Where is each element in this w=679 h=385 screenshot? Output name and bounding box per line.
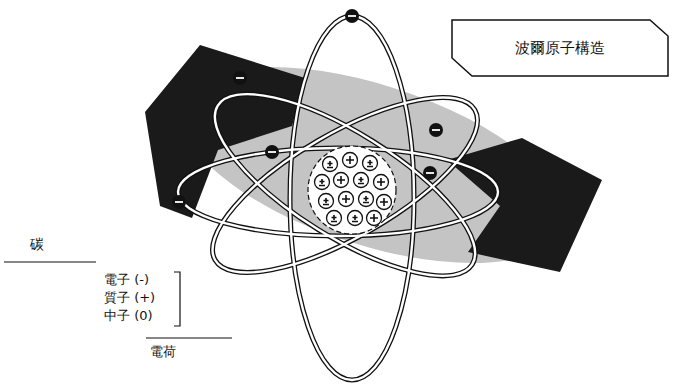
title-frame	[452, 20, 668, 76]
dark-band	[447, 138, 602, 272]
element-name: 碳	[30, 236, 44, 253]
particle-label: 中子 (0)	[104, 308, 153, 324]
electrons	[172, 9, 443, 209]
dark-band	[145, 45, 305, 218]
nucleus	[308, 146, 396, 234]
label-lines	[4, 262, 232, 338]
particle-label: 質子 (+)	[104, 290, 155, 306]
charge-label: 電荷	[150, 344, 176, 360]
particle-label: 電子 (-)	[104, 272, 149, 288]
orbits	[178, 16, 501, 380]
diagram-title: 波爾原子構造	[515, 39, 605, 57]
